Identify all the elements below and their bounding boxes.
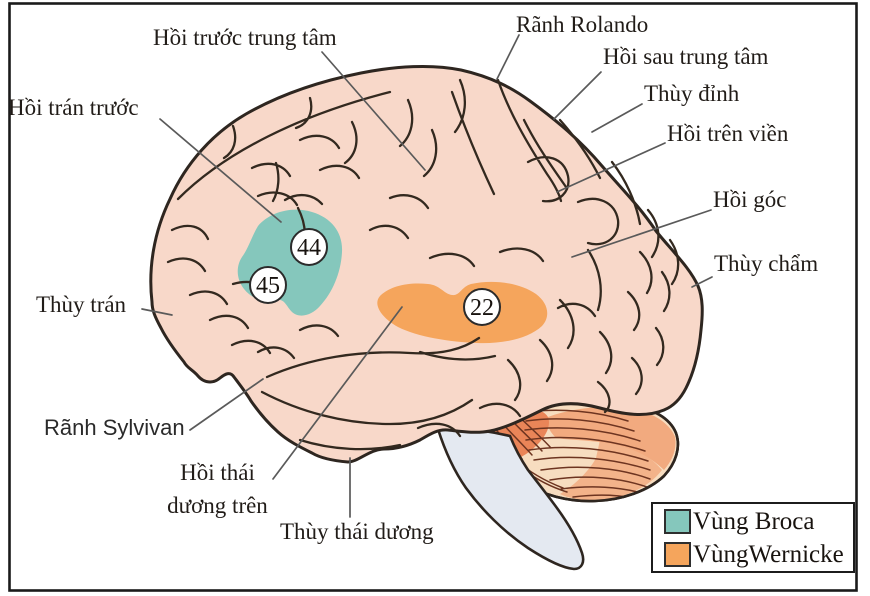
- wernicke-area: [377, 281, 548, 344]
- marker-circle-44: [290, 228, 328, 266]
- label-temporal-lobe: Thùy thái dương: [280, 519, 434, 544]
- label-angular-gyrus: Hồi góc: [713, 187, 787, 212]
- marker-number-22: 22: [470, 295, 494, 321]
- cerebrum: [149, 64, 704, 464]
- marker-circle-22: [463, 288, 501, 326]
- marker-number-45: 45: [256, 273, 280, 299]
- leader-occipital-lobe: [691, 276, 713, 288]
- leader-rolando-fissure: [496, 34, 520, 80]
- label-precentral-gyrus: Hồi trước trung tâm: [153, 25, 337, 50]
- label-frontal-lobe: Thùy trán: [36, 292, 127, 317]
- marker-circle-45: [249, 266, 287, 304]
- label-postcentral-gyrus: Hồi sau trung tâm: [603, 44, 769, 69]
- legend: Vùng Broca VùngWernicke: [651, 502, 855, 573]
- label-parietal-lobe: Thùy đỉnh: [644, 81, 740, 106]
- leader-precentral-gyrus: [321, 51, 426, 171]
- leader-sylvian-fissure: [189, 378, 264, 431]
- wernicke-color-swatch: [664, 541, 691, 567]
- leader-supramarginal-gyrus: [556, 142, 666, 193]
- label-superior-temporal-gyrus: Hồi thái dương trên: [150, 456, 285, 522]
- legend-row-wernicke: VùngWernicke: [664, 539, 853, 570]
- label-occipital-lobe: Thùy chẩm: [714, 251, 819, 276]
- leader-parietal-lobe: [591, 103, 643, 133]
- figure-border: [8, 2, 858, 592]
- label-superior-temporal-line2: dương trên: [167, 493, 268, 518]
- label-superior-temporal-line1: Hồi thái: [180, 460, 255, 485]
- label-supramarginal-gyrus: Hồi trên viền: [667, 121, 789, 146]
- brainstem: [436, 427, 585, 571]
- marker-number-44: 44: [297, 235, 321, 261]
- leader-prefrontal-gyrus: [159, 118, 282, 223]
- area-markers: 44 45 22: [249, 228, 501, 326]
- legend-label-wernicke: VùngWernicke: [693, 540, 844, 568]
- legend-label-broca: Vùng Broca: [693, 507, 815, 535]
- broca-color-swatch: [664, 508, 691, 534]
- label-sylvian-fissure: Rãnh Sylvivan: [44, 415, 185, 440]
- label-rolando-fissure: Rãnh Rolando: [516, 12, 649, 37]
- cerebellum-mid-band: [547, 406, 676, 470]
- leader-postcentral-gyrus: [553, 71, 602, 120]
- leader-frontal-lobe: [141, 308, 173, 316]
- sulci-lines: [166, 78, 680, 451]
- leader-angular-gyrus: [571, 209, 712, 258]
- legend-row-broca: Vùng Broca: [664, 506, 853, 537]
- leader-lines: [141, 34, 713, 518]
- leader-superior-temporal-gyrus: [272, 306, 403, 480]
- label-prefrontal-gyrus: Hồi trán trước: [8, 95, 139, 120]
